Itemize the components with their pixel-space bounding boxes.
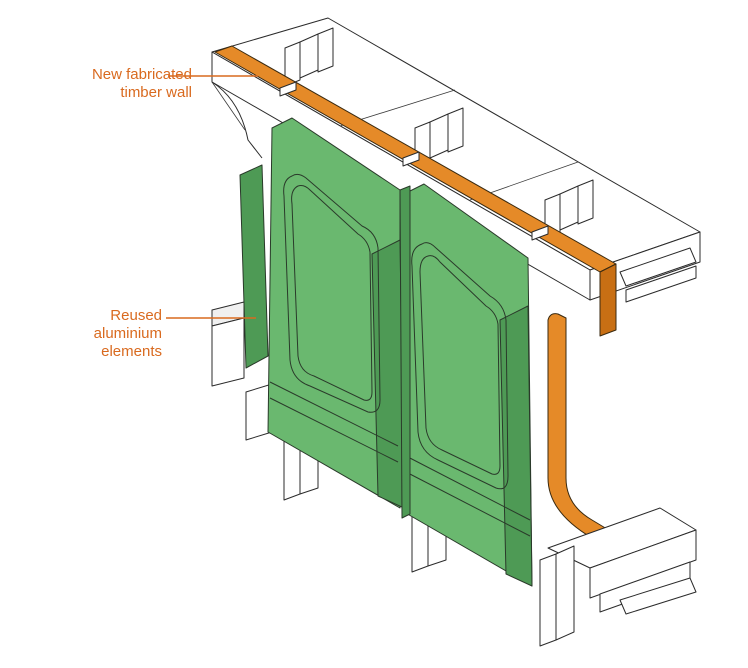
timber-wall-annotation-line-1: New fabricated [91,66,192,83]
upper-steel-posts [284,27,697,303]
timber-wall-curved-return [547,313,613,549]
aluminium-elements [239,117,533,587]
aluminium-annotation-line-2: aluminium [93,325,162,342]
timber-wall-annotation-line-2: timber wall [120,84,192,101]
timber-wall-end-face [599,263,617,337]
aluminium-annotation-line-1: Reused [110,307,162,324]
aluminium-panel-2-window-frame [411,242,509,490]
steel-post-3 [544,179,594,239]
timber-wall-annotation: New fabricated timber wall [30,66,192,102]
aluminium-panel-1-window-frame [283,173,381,413]
aluminium-panel-2-edge [499,305,533,587]
aluminium-annotation-line-3: elements [101,343,162,360]
lower-slab [547,507,697,615]
aluminium-mid-joint [399,185,411,519]
leader-lines [166,75,258,319]
aluminium-elements-annotation: Reused aluminium elements [30,307,162,361]
steel-post-1 [284,27,334,87]
aluminium-side-strip [239,164,269,369]
steel-post-2 [414,107,464,167]
